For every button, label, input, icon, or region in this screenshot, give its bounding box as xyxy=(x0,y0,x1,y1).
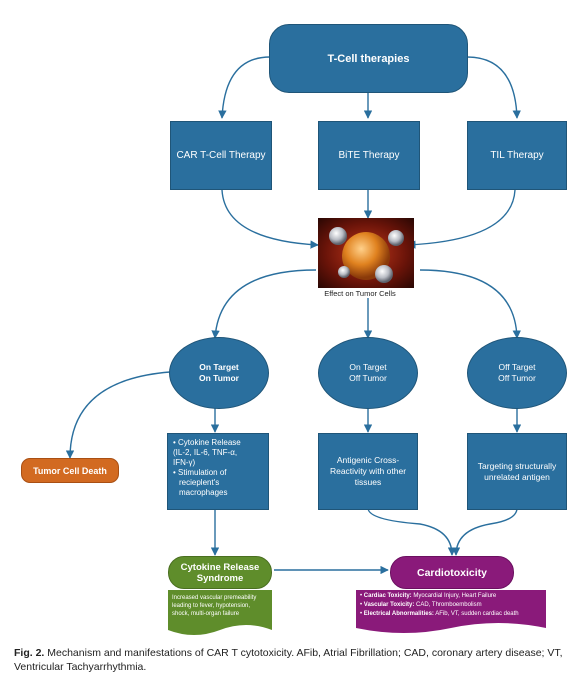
car-therapy-node: CAR T-Cell Therapy xyxy=(170,121,272,190)
arrow-effect-ontumor xyxy=(211,269,317,339)
targeting-antigen-node: Targeting structurally unrelated antigen xyxy=(467,433,567,510)
cytokine-item-2: • Stimulation of xyxy=(173,468,227,477)
arrow-ontumor-death xyxy=(65,371,171,459)
cytokine-item-2b: recieplent's xyxy=(179,478,220,487)
cytokine-release-list: • Cytokine Release (IL-2, IL-6, TNF-α, I… xyxy=(173,438,241,498)
tcell-therapies-label: T-Cell therapies xyxy=(327,52,410,65)
on-target-on-tumor-line1: On Target xyxy=(199,362,239,372)
cardiotoxicity-label: Cardiotoxicity xyxy=(416,566,487,579)
cytokine-item-1: • Cytokine Release xyxy=(173,438,241,447)
crs-line2: Syndrome xyxy=(196,572,244,584)
cardio-item-cardiac: • Cardiac Toxicity: Myocardial Injury, H… xyxy=(360,593,497,599)
bite-therapy-label: BiTE Therapy xyxy=(338,150,400,161)
til-therapy-node: TIL Therapy xyxy=(467,121,567,190)
on-target-off-tumor-node: On Target Off Tumor xyxy=(318,337,418,409)
cytokine-release-node: • Cytokine Release (IL-2, IL-6, TNF-α, I… xyxy=(167,433,269,510)
cardio-note: • Cardiac Toxicity: Myocardial Injury, H… xyxy=(360,592,544,619)
crs-note-shape xyxy=(168,590,272,635)
on-target-on-tumor-node: On Target On Tumor xyxy=(169,337,269,409)
on-target-off-tumor-line2: Off Tumor xyxy=(349,373,387,383)
figure-caption-text: Mechanism and manifestations of CAR T cy… xyxy=(14,647,563,673)
arrow-tcell-til xyxy=(466,56,521,119)
crs-note-line1: Increased vascular premeability xyxy=(172,595,257,601)
cytokine-item-1c: IFN-γ) xyxy=(173,458,196,467)
crs-node: Cytokine Release Syndrome xyxy=(168,556,272,589)
car-therapy-label: CAR T-Cell Therapy xyxy=(176,150,266,161)
arrow-effect-offtarget xyxy=(419,269,521,339)
arrow-antigenic-cardio xyxy=(367,507,457,556)
bite-therapy-node: BiTE Therapy xyxy=(318,121,420,190)
on-target-off-tumor-line1: On Target xyxy=(349,362,387,372)
cardiotoxicity-node: Cardiotoxicity xyxy=(390,556,514,589)
crs-line1: Cytokine Release xyxy=(180,561,260,573)
cytokine-item-1b: (IL-2, IL-6, TNF-α, xyxy=(173,448,238,457)
antigenic-label: Antigenic Cross-Reactivity with other ti… xyxy=(329,455,407,487)
crs-note-line2: leading to fever, hypotension, xyxy=(172,603,251,609)
figure-label: Fig. 2. xyxy=(14,647,45,659)
off-target-off-tumor-node: Off Target Off Tumor xyxy=(467,337,567,409)
on-target-on-tumor-line2: On Tumor xyxy=(199,373,239,383)
cardio-item-electrical: • Electrical Abnormalities: AFib, VT, su… xyxy=(360,611,519,617)
arrow-til-effect xyxy=(407,189,516,249)
cardio-note-shape xyxy=(356,590,546,633)
cardio-item-vascular: • Vascular Toxicity: CAD, Thromboembolis… xyxy=(360,602,482,608)
arrow-tcell-car xyxy=(218,56,271,119)
crs-note: Increased vascular premeability leading … xyxy=(172,594,270,618)
tcell-therapies-node: T-Cell therapies xyxy=(269,24,468,93)
targeting-label: Targeting structurally unrelated antigen xyxy=(477,460,557,482)
antigenic-cross-reactivity-node: Antigenic Cross-Reactivity with other ti… xyxy=(318,433,418,510)
tumor-cell-death-node: Tumor Cell Death xyxy=(21,458,119,483)
figure-caption: Fig. 2. Mechanism and manifestations of … xyxy=(14,646,574,674)
effect-on-tumor-label: Effect on Tumor Cells xyxy=(324,289,396,298)
arrow-car-effect xyxy=(221,189,319,249)
cytokine-item-2c: macrophages xyxy=(179,488,228,497)
arrow-targeting-cardio xyxy=(451,507,518,556)
tumor-cell-death-label: Tumor Cell Death xyxy=(33,465,107,476)
til-therapy-label: TIL Therapy xyxy=(490,150,544,161)
crs-note-line3: shock, multi-organ failure xyxy=(172,611,240,617)
tumor-cell-image xyxy=(318,218,414,288)
off-target-off-tumor-line2: Off Tumor xyxy=(498,373,536,383)
off-target-off-tumor-line1: Off Target xyxy=(498,362,536,372)
